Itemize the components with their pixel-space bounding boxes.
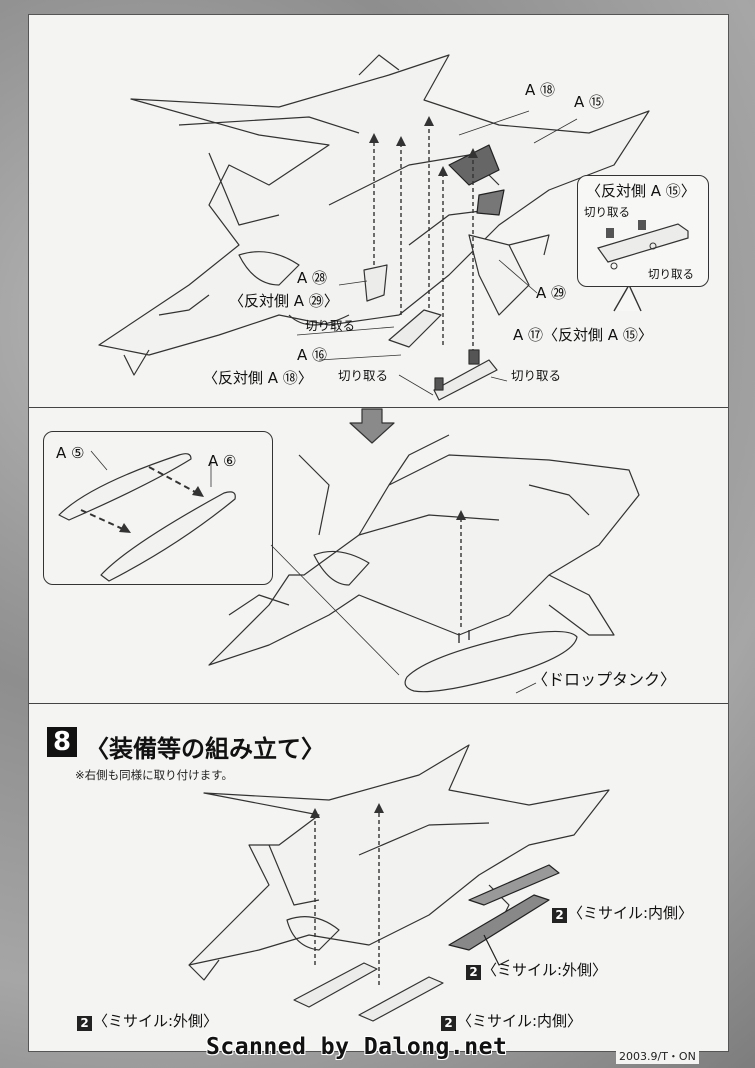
label-part-a15: A ⑮ xyxy=(574,93,605,111)
bubble-cut-off-a: 切り取る xyxy=(584,205,630,219)
label-part-a28: A ㉘ xyxy=(297,269,328,287)
label-part-a16: A ⑯ xyxy=(297,346,328,364)
callout-bubble-opposite-a15: 〈反対側 A ⑮〉 切り取る 切り取る xyxy=(577,175,709,287)
label-part-a29: A ㉙ xyxy=(536,284,567,302)
quantity-badge: 2 xyxy=(466,965,481,980)
drop-tank xyxy=(404,630,578,693)
label-missile-inner-right: 2〈ミサイル:内側〉 xyxy=(552,906,693,923)
step-note: ※右側も同様に取り付けます。 xyxy=(75,768,233,782)
label-part-a18: A ⑱ xyxy=(525,81,556,99)
step-number-badge: 8 xyxy=(47,727,77,757)
bubble-part-drawing xyxy=(597,220,689,270)
bubble-title: 〈反対側 A ⑮〉 xyxy=(586,182,696,200)
quantity-badge: 2 xyxy=(77,1016,92,1031)
quantity-badge: 2 xyxy=(552,908,567,923)
label-missile-outer-mid: 2〈ミサイル:外側〉 xyxy=(466,963,607,980)
label-missile-outer-left: 2〈ミサイル:外側〉 xyxy=(77,1014,218,1031)
step-title: 〈装備等の組み立て〉 xyxy=(85,735,325,763)
inset-tank-assembly: A ⑤ A ⑥ xyxy=(43,431,273,585)
aircraft-illustrations xyxy=(58,54,650,1022)
bottom-aircraft xyxy=(188,744,610,981)
middle-aircraft xyxy=(208,434,640,666)
label-drop-tank: 〈ドロップタンク〉 xyxy=(532,670,677,689)
panel-divider xyxy=(29,703,728,704)
label-cut-off: 切り取る xyxy=(338,368,389,383)
inset-label-a5: A ⑤ xyxy=(56,444,85,462)
label-opposite-a18: 〈反対側 A ⑱〉 xyxy=(203,369,313,387)
label-part-a17-opposite-a15: A ⑰〈反対側 A ⑮〉 xyxy=(513,326,653,344)
label-opposite-a29: 〈反対側 A ㉙〉 xyxy=(229,292,339,310)
print-code: 2003.9/T・ON xyxy=(616,1048,699,1064)
quantity-badge: 2 xyxy=(441,1016,456,1031)
label-cut-off: 切り取る xyxy=(511,368,562,383)
label-missile-inner-mid: 2〈ミサイル:内側〉 xyxy=(441,1014,582,1031)
panel-divider xyxy=(29,407,728,408)
bubble-cut-off-b: 切り取る xyxy=(648,267,694,281)
inset-label-a6: A ⑥ xyxy=(208,452,237,470)
label-cut-off: 切り取る xyxy=(305,318,356,333)
instruction-sheet: A ⑱ A ⑮ A ㉘ 〈反対側 A ㉙〉 切り取る A ⑯ 〈反対側 A ⑱〉… xyxy=(28,14,729,1052)
scan-watermark: Scanned by Dalong.net xyxy=(206,1034,508,1060)
